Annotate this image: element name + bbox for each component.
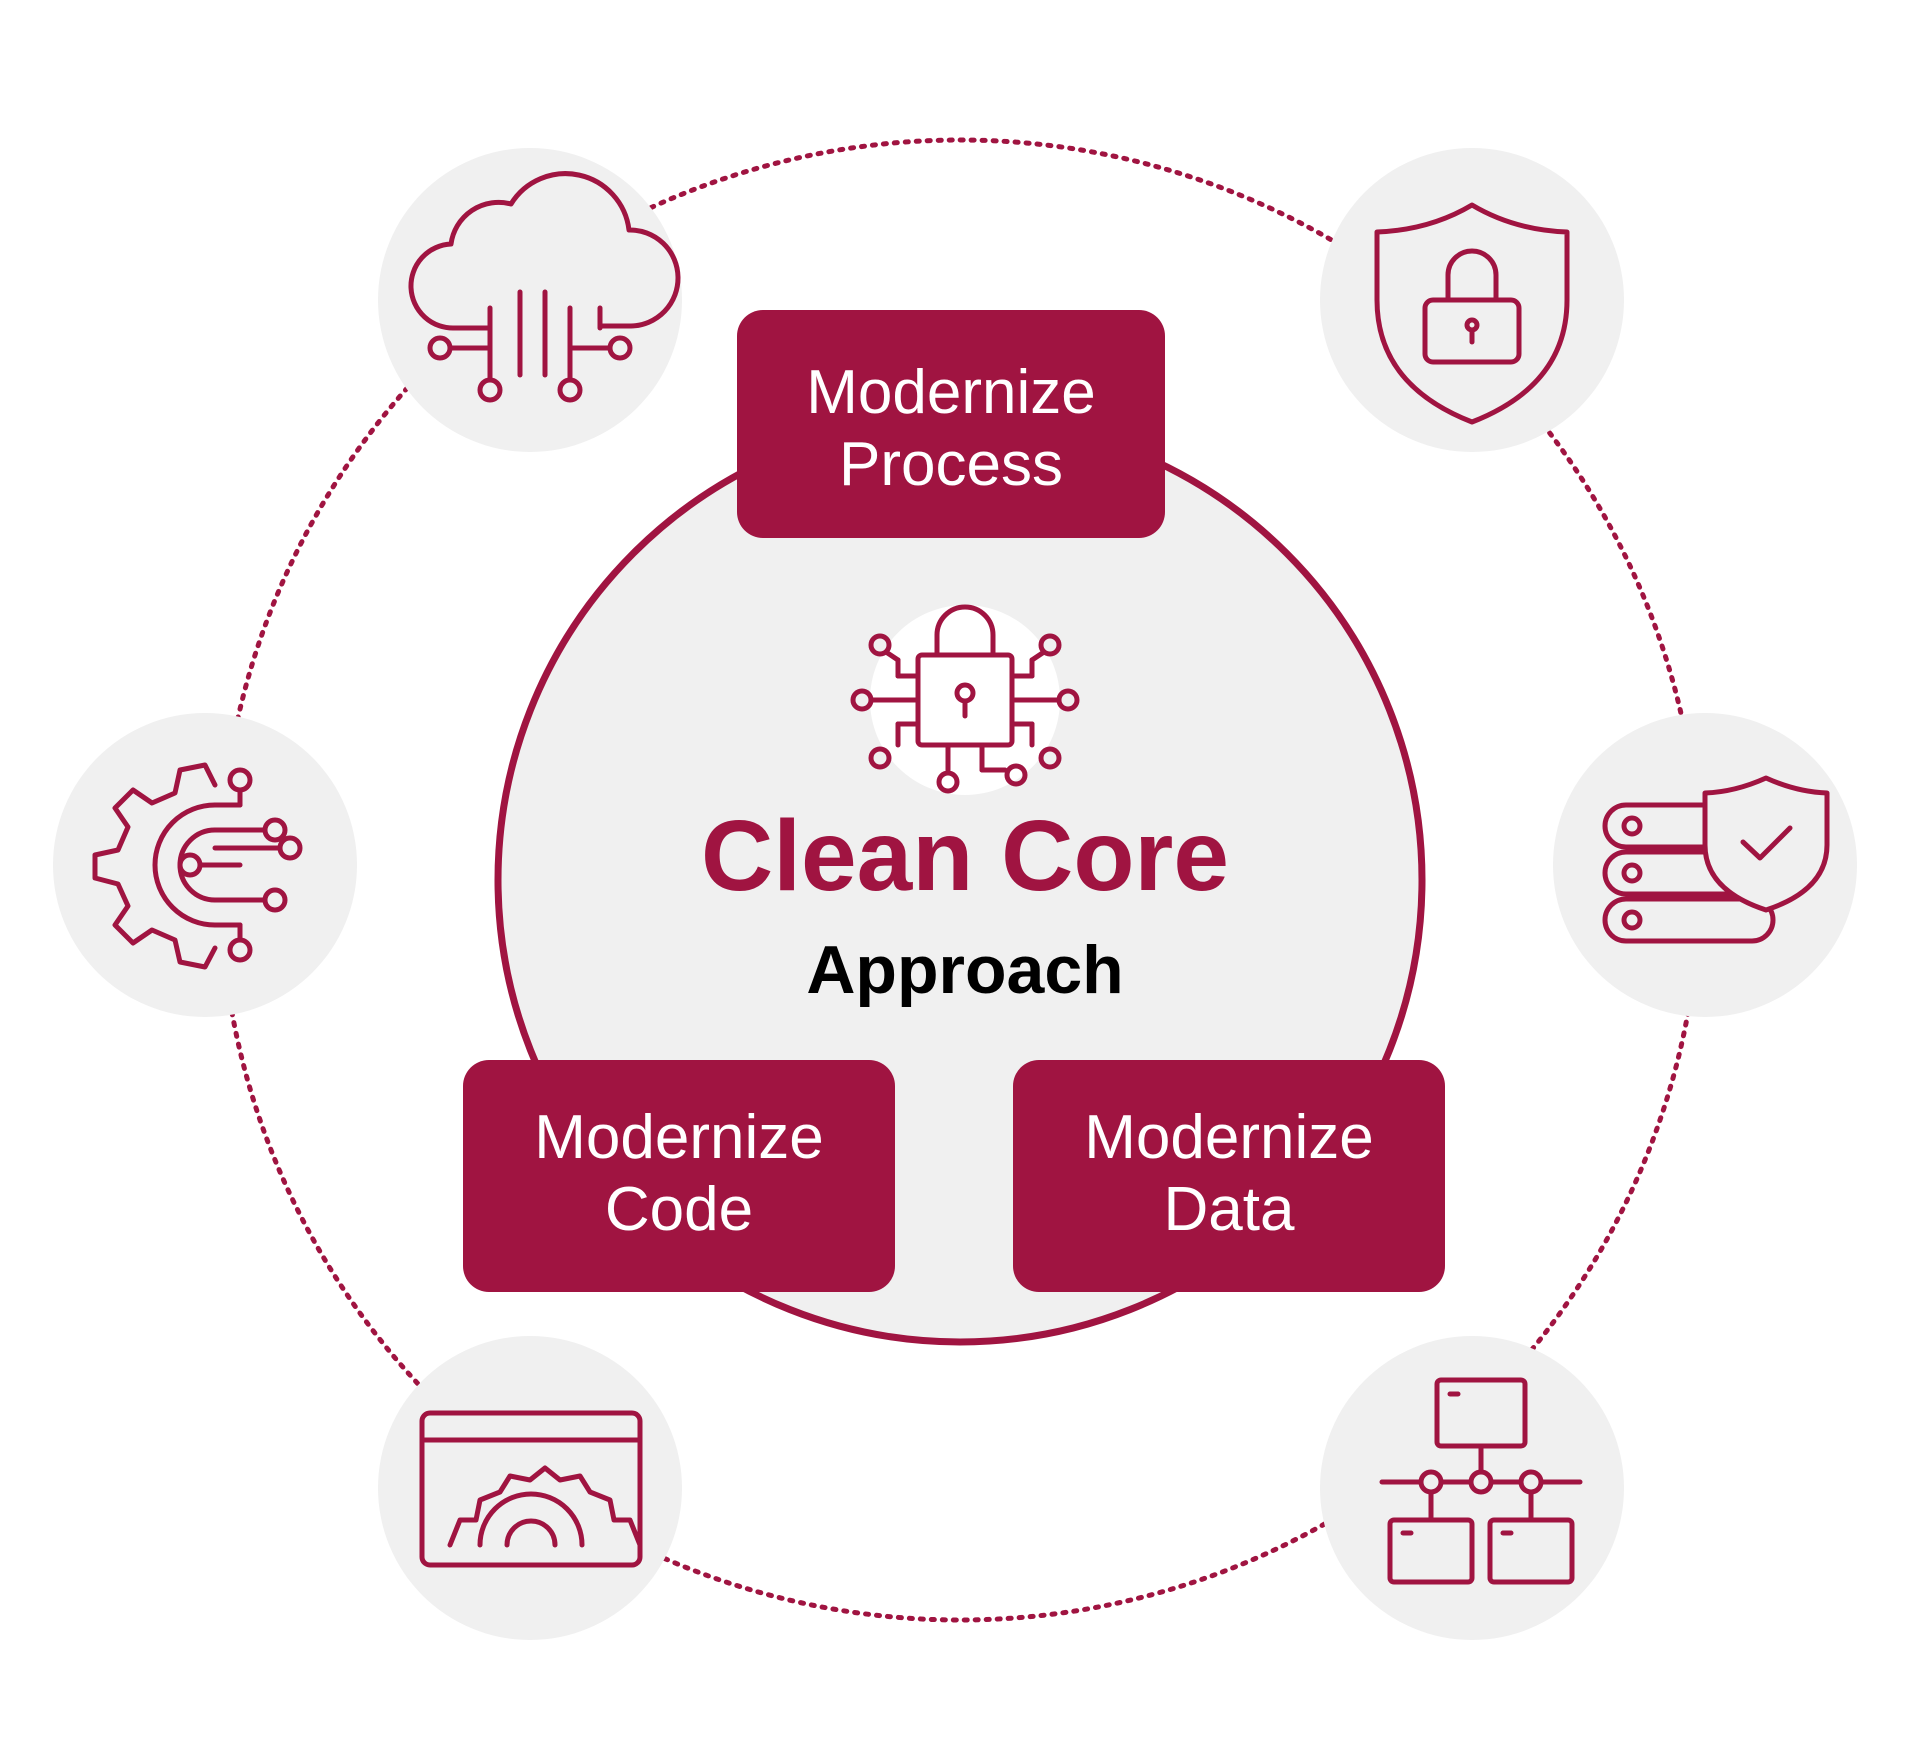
pillar-box-process [737,310,1165,538]
browser-gear-icon [419,1410,643,1568]
diagram-subtitle: Approach [806,932,1123,1008]
hierarchy-network-icon [1379,1377,1583,1585]
pillar-process-line2: Process [839,430,1063,499]
icon-disc-top-left [378,148,682,452]
pillar-box-code [463,1060,895,1292]
pillar-process-line1: Modernize [806,358,1095,427]
pillar-code-line1: Modernize [534,1103,823,1172]
circuit-lock-icon [850,604,1080,795]
diagram-title: Clean Core [701,800,1229,912]
pillar-data-line2: Data [1164,1175,1295,1244]
pillar-data-line1: Modernize [1084,1103,1373,1172]
pillar-code-line2: Code [605,1175,753,1244]
shield-lock-icon [1374,202,1570,425]
cloud-circuit-icon [408,171,681,403]
server-shield-check-icon [1602,775,1830,944]
gear-circuit-icon [92,762,303,970]
pillar-box-data [1013,1060,1445,1292]
